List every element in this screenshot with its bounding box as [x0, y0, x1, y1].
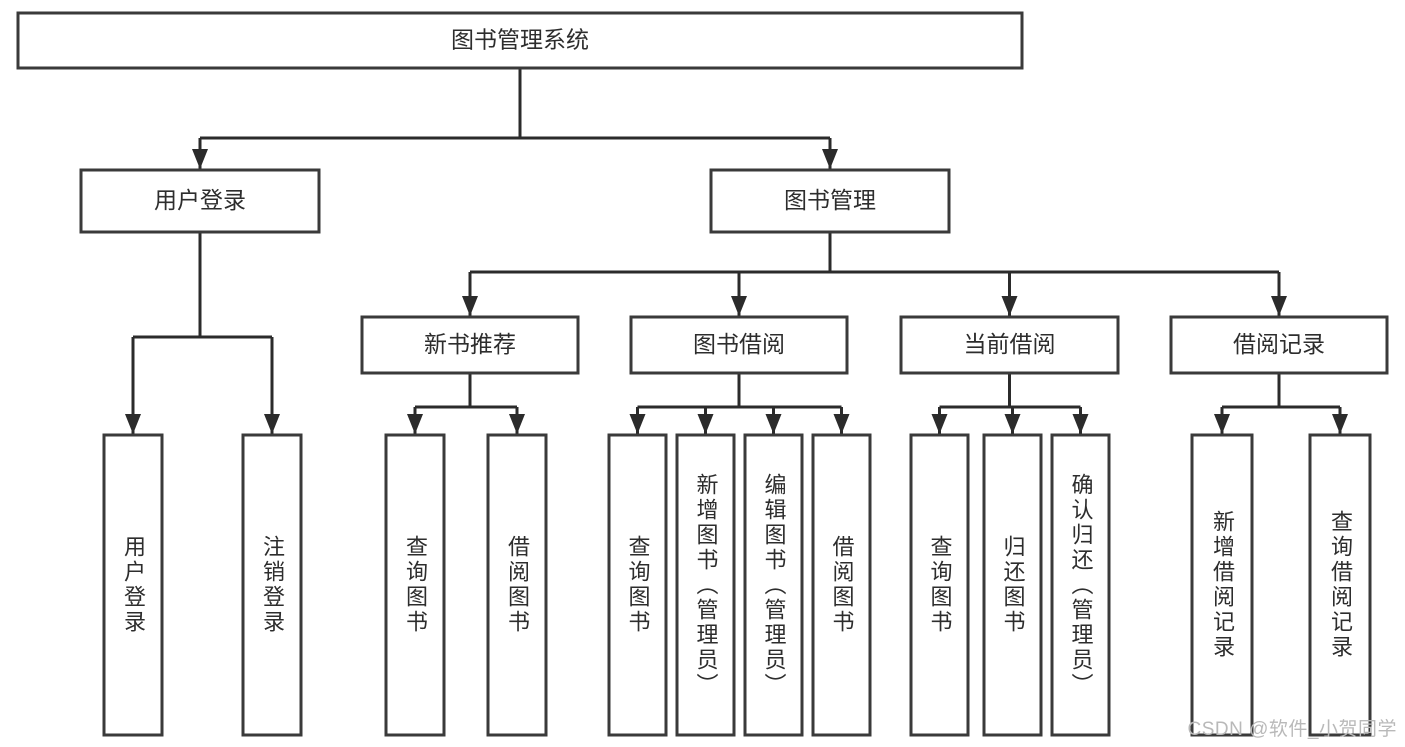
arrow-head-icon [697, 414, 714, 434]
arrow-head-icon [822, 149, 838, 169]
group-1-leaf-box-3[interactable] [811, 433, 872, 737]
arrow-head-icon [192, 149, 208, 169]
level2-node-label-1: 图书管理 [784, 187, 876, 213]
arrow-head-icon [833, 414, 850, 434]
group-1-leaf-box-1[interactable] [675, 433, 736, 737]
user-login-leaf-box-1[interactable] [241, 433, 303, 737]
arrow-head-icon [1001, 296, 1018, 316]
group-2-leaf-box-1[interactable] [982, 433, 1043, 737]
level3-node-label-1: 图书借阅 [693, 331, 785, 357]
level3-node-box-1[interactable] [629, 315, 849, 375]
level3-node-box-2[interactable] [899, 315, 1120, 375]
arrow-head-icon [731, 296, 747, 316]
arrow-head-icon [1214, 414, 1230, 434]
level3-node-label-2: 当前借阅 [964, 331, 1056, 357]
group-1-leaf-box-0[interactable] [607, 433, 668, 737]
level3-node-label-3: 借阅记录 [1233, 331, 1325, 357]
level2-node-box-0[interactable] [79, 168, 321, 234]
arrow-head-icon [264, 414, 280, 434]
arrow-head-icon [629, 414, 646, 434]
group-3-leaf-box-0[interactable] [1190, 433, 1254, 737]
root-node-label: 图书管理系统 [451, 27, 589, 53]
arrow-head-icon [407, 414, 423, 434]
box-layer [16, 11, 1389, 737]
level2-node-label-0: 用户登录 [154, 187, 246, 213]
arrow-head-icon [462, 296, 478, 316]
connector-layer [125, 68, 1348, 434]
root-node-box[interactable] [16, 11, 1024, 70]
group-0-leaf-box-1[interactable] [486, 433, 548, 737]
arrow-head-icon [509, 414, 525, 434]
level3-node-box-0[interactable] [360, 315, 580, 375]
group-2-leaf-box-2[interactable] [1050, 433, 1111, 737]
watermark: CSDN @软件_小贺同学 [1187, 719, 1397, 740]
level3-node-label-0: 新书推荐 [424, 331, 516, 357]
arrow-head-icon [1072, 414, 1089, 434]
arrow-head-icon [125, 414, 141, 434]
level3-node-box-3[interactable] [1169, 315, 1389, 375]
arrow-head-icon [765, 414, 782, 434]
group-3-leaf-box-1[interactable] [1308, 433, 1372, 737]
user-login-leaf-box-0[interactable] [102, 433, 164, 737]
arrow-head-icon [1332, 414, 1348, 434]
group-2-leaf-box-0[interactable] [909, 433, 970, 737]
level2-node-box-1[interactable] [709, 168, 951, 234]
group-1-leaf-box-2[interactable] [743, 433, 804, 737]
arrow-head-icon [931, 414, 948, 434]
arrow-head-icon [1004, 414, 1021, 434]
arrow-head-icon [1271, 296, 1287, 316]
group-0-leaf-box-0[interactable] [384, 433, 446, 737]
